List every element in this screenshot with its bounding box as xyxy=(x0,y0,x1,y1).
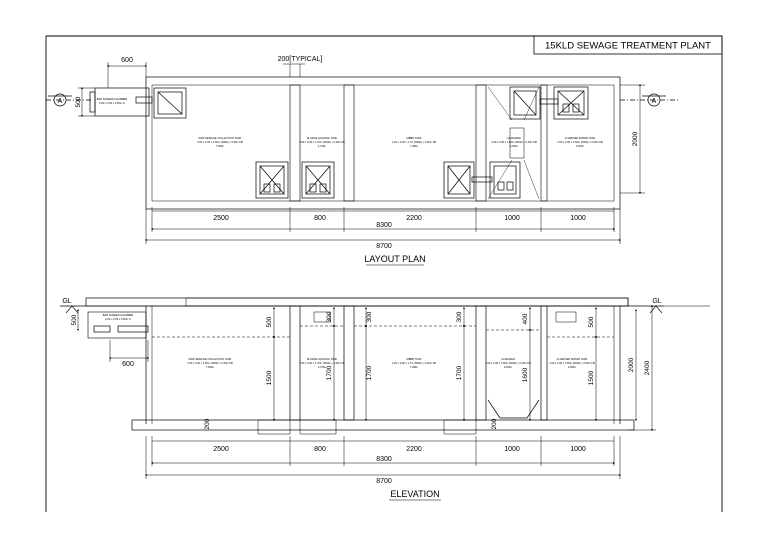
elevation-base-dim-1: 200 xyxy=(204,418,211,429)
elevation-left-dim: 500 xyxy=(71,314,78,325)
plan-total-dim: 8700 xyxy=(376,243,392,250)
elev-label-sludge-3: 2.72KL xyxy=(318,365,327,369)
plan-label-sludge-1: SLUDGE HOLDING TANK xyxy=(307,136,338,140)
elev-label-mbbr-1: MBBR TANK xyxy=(407,357,422,361)
elev-label-sludge-1: SLUDGE HOLDING TANK xyxy=(307,357,338,361)
plan-label-collection-2: 2.50 x 2.00 x 1.50m (SWD) + 0.50m FB xyxy=(197,140,243,144)
elevation-base-dim-2: 200 xyxy=(491,418,498,429)
plan-width-mbbr: 2200 xyxy=(406,215,422,222)
elev-label-clarifier-2: 1.00 x 2.00 x 1.60m (SWD) + 0.40m FB xyxy=(485,361,531,365)
elev-label-clarifier-1: CLARIFIER xyxy=(501,357,515,361)
plan-partition-1 xyxy=(289,84,301,202)
plan-subtotal-dim: 8300 xyxy=(376,222,392,229)
elev-label-water-3: 3.00KL xyxy=(568,365,577,369)
plan-label-mbbr-1: MBBR TANK xyxy=(407,136,422,140)
plan-width-clarifier: 1000 xyxy=(504,215,520,222)
plan-label-mbbr-3: 7.48KL xyxy=(410,144,419,148)
plan-label-screen-2: 0.60 x 0.50 x 0.50m H xyxy=(99,101,125,105)
plan-width-water: 1000 xyxy=(570,215,586,222)
plan-partition-3 xyxy=(475,84,487,202)
plan-label-water-3: 3.00KL xyxy=(576,144,585,148)
elevation-right-dim-outer: 2400 xyxy=(644,360,651,375)
plan-width-sludge: 800 xyxy=(314,215,326,222)
elevation-fb-collection: 500 xyxy=(266,316,273,327)
elevation-depth-collection: 1500 xyxy=(266,370,273,385)
plan-caption: LAYOUT PLAN xyxy=(364,254,425,264)
plan-outer-wall xyxy=(145,76,621,210)
elev-label-mbbr-2: 2.20 x 2.00 x 1.7m (SWD) + 0.30m FB xyxy=(392,361,436,365)
elevation-tank-labels: BAR SCREEN CHAMBER 0.60 x 0.50 x 0.50m H… xyxy=(103,313,595,369)
elev-label-clarifier-3: 3.20KL xyxy=(504,365,513,369)
sheet-frame xyxy=(45,35,723,512)
elevation-width-collection: 2500 xyxy=(213,446,229,453)
elevation-caption: ELEVATION xyxy=(390,489,439,499)
plan-label-screen-1: BAR SCREEN CHAMBER xyxy=(97,97,128,101)
elevation-width-clarifier: 1000 xyxy=(504,446,520,453)
plan-label-water-2: 1.00 x 2.00 x 1.50m (SWD) + 0.50m FB xyxy=(557,140,603,144)
elevation-width-water: 1000 xyxy=(570,446,586,453)
elev-label-collection-1: RAW SEWAGE COLLECTION TANK xyxy=(189,357,232,361)
elevation-gl-left: GL xyxy=(62,298,71,305)
elev-label-collection-2: 2.50 x 2.00 x 1.50m (SWD) + 0.50m FB xyxy=(187,361,233,365)
plan-left-dim: 500 xyxy=(75,96,82,107)
plan-manholes xyxy=(135,86,589,199)
plan-label-collection-3: 7.50KL xyxy=(216,144,225,148)
plan-width-collection: 2500 xyxy=(213,215,229,222)
elev-label-water-2: 1.00 x 2.00 x 1.50m (SWD) + 0.50m FB xyxy=(549,361,595,365)
elevation-right-dim-inner: 2000 xyxy=(628,357,635,372)
plan-partition-4 xyxy=(540,84,548,202)
elevation-subtotal-dim: 8300 xyxy=(376,456,392,463)
layout-plan xyxy=(89,76,621,210)
plan-label-clarifier-1: CLARIFIER xyxy=(507,136,521,140)
elevation xyxy=(60,297,710,435)
elevation-fb-mbbr-left: 300 xyxy=(366,311,373,322)
plan-tank-labels: BAR SCREEN CHAMBER 0.60 x 0.50 x 0.50m H… xyxy=(97,97,603,148)
title-block: 15KLD SEWAGE TREATMENT PLANT xyxy=(533,35,723,55)
elev-label-screen-2: 0.60 x 0.50 x 0.50m H xyxy=(105,317,131,321)
plan-partition-2 xyxy=(343,84,355,202)
elevation-depth-clarifier: 1600 xyxy=(522,367,529,382)
plan-label-clarifier-3: 3.20KL xyxy=(510,144,519,148)
elevation-depth-mbbr-left: 1700 xyxy=(366,365,373,380)
elevation-depth-water: 1500 xyxy=(588,370,595,385)
elev-label-mbbr-3: 7.48KL xyxy=(410,365,419,369)
elev-label-water-1: CLARIFIED WATER TANK xyxy=(557,357,588,361)
elevation-depth-sludge: 1700 xyxy=(326,365,333,380)
section-line-a xyxy=(46,93,680,107)
drawing-title: 15KLD SEWAGE TREATMENT PLANT xyxy=(545,41,711,52)
plan-top-dim: 600 xyxy=(121,57,133,64)
section-marker-right: A xyxy=(652,98,657,105)
plan-label-sludge-2: 0.80 x 2.00 x 1.70m (SWD) + 0.30m FB xyxy=(299,140,345,144)
plan-typical-label: 200[TYPICAL] xyxy=(278,56,323,63)
elevation-width-sludge: 800 xyxy=(314,446,326,453)
elevation-screen-dim: 600 xyxy=(122,361,134,368)
elevation-gl-right: GL xyxy=(652,298,661,305)
elevation-fb-mbbr-right: 300 xyxy=(456,311,463,322)
elevation-width-mbbr: 2200 xyxy=(406,446,422,453)
elevation-fb-clarifier: 400 xyxy=(522,313,529,324)
plan-right-dim: 2000 xyxy=(632,131,639,146)
plan-label-sludge-3: 2.72KL xyxy=(318,144,327,148)
plan-dimensions xyxy=(78,62,645,244)
elev-label-screen-1: BAR SCREEN CHAMBER xyxy=(103,313,134,317)
plan-label-mbbr-2: 2.20 x 2.00 x 1.7m (SWD) + 0.30m FB xyxy=(392,140,436,144)
elevation-fb-sludge: 300 xyxy=(326,311,333,322)
elevation-depth-mbbr-right: 1700 xyxy=(456,365,463,380)
elevation-dimensions xyxy=(77,305,656,479)
elevation-fb-water: 500 xyxy=(588,316,595,327)
elev-label-collection-3: 7.50KL xyxy=(206,365,215,369)
plan-label-water-1: CLARIFIED WATER TANK xyxy=(565,136,596,140)
plan-label-collection-1: RAW SEWAGE COLLECTION TANK xyxy=(199,136,242,140)
elevation-total-dim: 8700 xyxy=(376,478,392,485)
elev-label-sludge-2: 0.80 x 2.00 x 1.70m (SWD) + 0.30m FB xyxy=(299,361,345,365)
plan-label-clarifier-2: 1.00 x 2.00 x 1.60m (SWD) + 0.40m FB xyxy=(491,140,537,144)
section-marker-left: A xyxy=(58,98,63,105)
